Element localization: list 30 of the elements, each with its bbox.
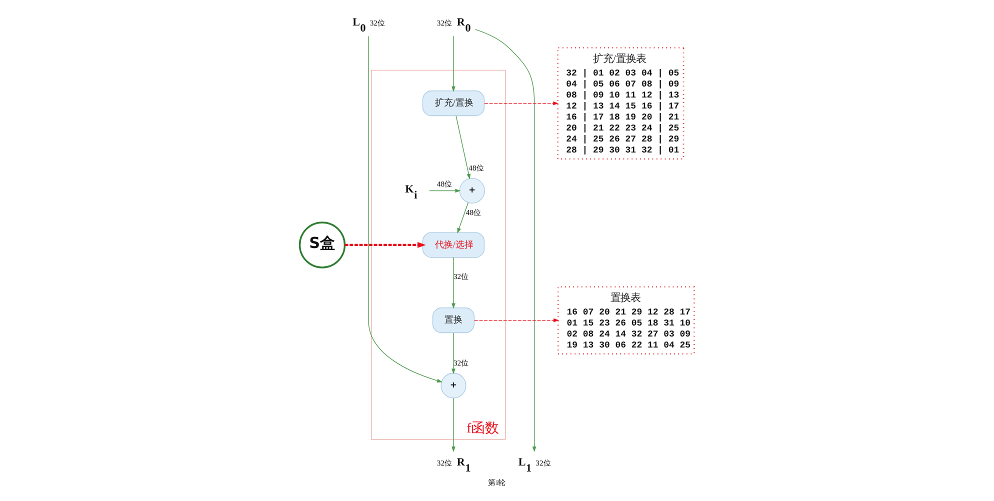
node-circle: + <box>440 372 466 398</box>
caption: 第i轮 <box>488 478 506 487</box>
arrow <box>452 332 456 374</box>
node-circle: S盒 <box>298 222 346 268</box>
edge-label: 32位 <box>453 272 470 282</box>
arrow <box>457 202 469 234</box>
node-box: 扩充/置换表 32 | 01 02 03 04 | 05 04 | 05 06 07 08 | 09 08 | 09 10 11 12 | 13 12 | 13 14 15 16 | 17 16 | 17 18 19 20 | 21 20 | 21 22 23 24 | 25 24 | 25 26 27 28 | 29 28 | 29 30 31 32 | 01 <box>557 47 684 160</box>
node-label: 32位 <box>536 458 552 468</box>
node-circle: + <box>459 178 485 204</box>
arrow <box>452 257 456 309</box>
arrow <box>452 36 456 92</box>
arrow <box>429 188 461 193</box>
edge-label: 48位 <box>466 208 482 217</box>
edge-label: 48位 <box>436 179 452 188</box>
node-label: 32位 <box>370 18 386 28</box>
arrow <box>484 101 559 106</box>
node-box: 置换 <box>432 308 475 334</box>
arrow <box>456 115 471 180</box>
arrow <box>474 29 536 452</box>
node-box: 扩充/置换 <box>422 90 485 116</box>
arrow <box>474 318 560 322</box>
arrow <box>368 36 442 382</box>
edge-label: 48位 <box>468 164 484 173</box>
arrow <box>452 398 456 452</box>
node-box: 代换/选择 <box>422 232 485 258</box>
node-label: 32位 <box>436 458 452 468</box>
arrow <box>344 242 426 248</box>
node-box: 置换表 16 07 20 21 29 12 28 17 01 15 23 26 05 18 31 10 02 08 24 14 32 27 03 09 19 13 30 06 22 11 04 25 <box>557 286 695 354</box>
node-label: 32位 <box>436 18 452 28</box>
edge-label: 32位 <box>453 358 470 368</box>
